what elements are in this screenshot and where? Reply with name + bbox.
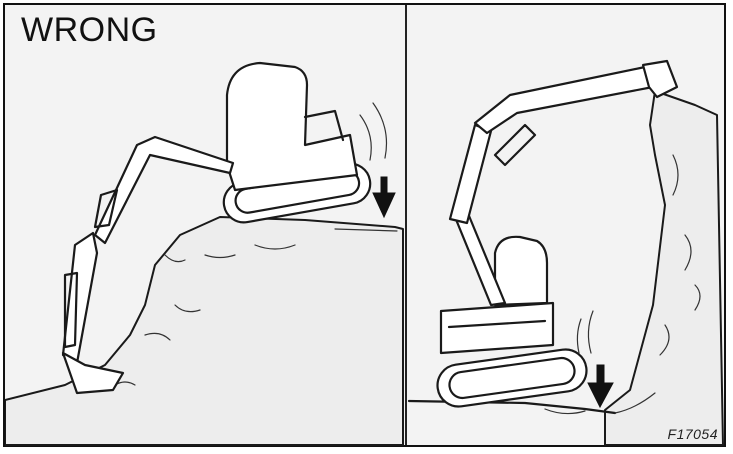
down-arrow-icon bbox=[588, 365, 613, 407]
figure-title: WRONG bbox=[21, 13, 158, 47]
down-arrow-icon bbox=[373, 177, 395, 217]
figure-code: F17054 bbox=[668, 426, 718, 442]
panel-divider bbox=[405, 5, 407, 445]
right-wall bbox=[605, 91, 723, 445]
figure-frame: WRONG F17054 bbox=[3, 3, 726, 447]
illustration bbox=[5, 5, 728, 449]
